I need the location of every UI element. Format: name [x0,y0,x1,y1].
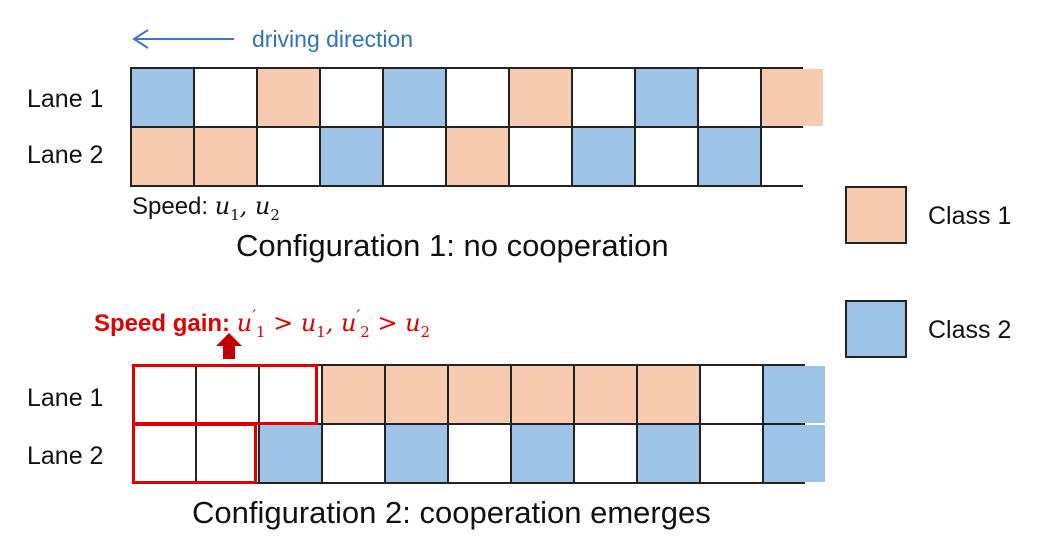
config2-lane2-cell-empty [575,425,636,482]
config2-lane2-cell-empty [701,425,762,482]
config1-lane1-cell-class2-vehicle [132,69,193,126]
config2-caption: Configuration 2: cooperation emerges [192,495,711,530]
config1-lane2-cell-class1-vehicle [132,128,193,185]
config1-lane1-cell-class1-vehicle [258,69,319,126]
config1-lane1-cell-class2-vehicle [636,69,697,126]
config1-lane2-cell-class1-vehicle [195,128,256,185]
speed-formula: u1, u2 [214,192,280,224]
config1-lane2-cell-class2-vehicle [573,128,634,185]
config1-lane2-cell-class2-vehicle [699,128,760,185]
driving-direction-label: driving direction [252,26,414,52]
lane1-empty-space-highlight [132,364,318,425]
config1-lane1-cell-empty [699,69,760,126]
config1-lane2-label: Lane 2 [27,141,104,169]
config2-lane2-cell-empty [197,425,258,482]
config1-lane1-cell-empty [573,69,634,126]
config1-lane1-label: Lane 1 [27,85,104,113]
config1-lane1-cell-class1-vehicle [762,69,823,126]
config2-lane1-cell-empty [260,366,321,423]
config2-lane2-cell-empty [323,425,384,482]
config2-lane2-cell-class2-vehicle [764,425,825,482]
config1-lane1-cell-empty [447,69,508,126]
config2-lane1-cell-empty [134,366,195,423]
config1-lane1-cell-empty [321,69,382,126]
config2-lane2-cell-class2-vehicle [260,425,321,482]
config1-lane2-cell-empty [762,128,823,185]
legend-class2-label: Class 2 [928,316,1012,344]
legend-class1-swatch [845,186,907,244]
config1-lane2-cell-class2-vehicle [321,128,382,185]
legend-class2-swatch [845,300,907,358]
lane2-empty-space-highlight [132,423,257,484]
config2-lane2-cell-class2-vehicle [386,425,447,482]
legend-class1-label: Class 1 [928,202,1012,230]
speed-gain-formula: u′1 > u1, u′2 > u2 [236,306,431,341]
config2-lane2-cell-class2-vehicle [512,425,573,482]
config1-caption: Configuration 1: no cooperation [236,228,669,263]
config1-lane1-cell-class2-vehicle [384,69,445,126]
config2-lane1-cell-empty [197,366,258,423]
config2-lane1-cell-class1-vehicle [323,366,384,423]
config2-lane1-cell-class1-vehicle [386,366,447,423]
config1-lane1-cell-class1-vehicle [510,69,571,126]
config2-lane2-cell-empty [449,425,510,482]
config1-lane2-cell-empty [636,128,697,185]
config2-lane2-cell-empty [134,425,195,482]
config2-lane1-cell-class1-vehicle [512,366,573,423]
up-arrow-icon [216,333,242,359]
config2-lane1-cell-class1-vehicle [638,366,699,423]
config1-lane1-cell-empty [195,69,256,126]
config1-lane-grid [130,67,823,187]
config2-lane1-cell-class1-vehicle [449,366,510,423]
config1-lane2-cell-class1-vehicle [447,128,508,185]
config2-lane1-label: Lane 1 [27,384,104,412]
config2-lane1-cell-class1-vehicle [575,366,636,423]
config2-lane1-cell-class2-vehicle [764,366,825,423]
config2-lane-grid [132,364,825,484]
config1-lane2-cell-empty [510,128,571,185]
config1-lane2-cell-empty [258,128,319,185]
speed-gain-text: Speed gain: u′1 > u1, u′2 > u2 [94,298,430,350]
speed-prefix: Speed: [132,193,215,220]
driving-direction-arrow-icon [132,29,234,49]
config2-lane2-cell-class2-vehicle [638,425,699,482]
speed-gain-label: Speed gain: [94,310,231,337]
config2-lane1-cell-empty [701,366,762,423]
config2-lane2-label: Lane 2 [27,442,104,470]
config1-speed-text: Speed: u1, u2 [132,190,280,231]
config1-lane2-cell-empty [384,128,445,185]
